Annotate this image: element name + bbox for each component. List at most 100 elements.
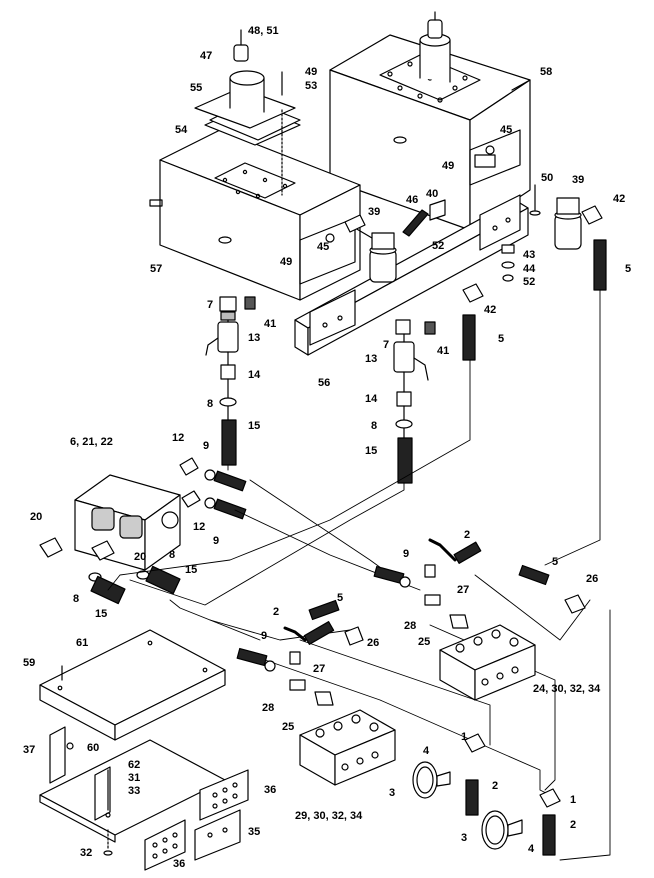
- callout-25-right: 25: [418, 636, 431, 648]
- callout-26-center: 26: [367, 637, 380, 649]
- callout-27-right: 27: [457, 584, 470, 596]
- filter-mid: [344, 214, 397, 283]
- callout-53: 53: [305, 80, 318, 92]
- callout-55: 55: [190, 82, 203, 94]
- callout-36-bot: 36: [173, 858, 186, 870]
- valve-stack-mid: [393, 319, 429, 484]
- callout-33: 33: [128, 785, 141, 797]
- callout-8-pump-l: 8: [73, 593, 80, 605]
- callout-8-mid: 8: [371, 420, 378, 432]
- callout-12-top: 12: [172, 432, 185, 444]
- callout-60: 60: [87, 742, 100, 754]
- callout-13-left: 13: [248, 332, 261, 344]
- callout-57: 57: [150, 263, 163, 275]
- callout-49-right: 49: [442, 160, 455, 172]
- callout-39-mid: 39: [368, 206, 381, 218]
- callout-15-left: 15: [248, 420, 261, 432]
- callout-9-mid: 9: [213, 535, 220, 547]
- hose-46: [402, 209, 429, 237]
- callout-7-left: 7: [207, 299, 214, 311]
- callout-6-21-22: 6, 21, 22: [70, 436, 113, 448]
- callout-56: 56: [318, 377, 331, 389]
- callout-9-right: 9: [403, 548, 410, 560]
- callout-41-left: 41: [264, 318, 277, 330]
- callout-39-right: 39: [572, 174, 585, 186]
- callout-62: 62: [128, 759, 141, 771]
- callout-9-center: 9: [261, 630, 268, 642]
- callout-2-mid: 2: [273, 606, 280, 618]
- callout-42-top: 42: [613, 193, 626, 205]
- callout-58: 58: [540, 66, 553, 78]
- callout-44: 44: [523, 263, 536, 275]
- callout-2-gauge-bot: 2: [570, 819, 577, 831]
- callout-28-right: 28: [404, 620, 417, 632]
- callout-61: 61: [76, 637, 89, 649]
- callout-35: 35: [248, 826, 261, 838]
- callout-2-top: 2: [464, 529, 471, 541]
- pump-hoses: [204, 469, 247, 520]
- callout-27-center: 27: [313, 663, 326, 675]
- callout-4-bot: 4: [528, 843, 535, 855]
- callout-37: 37: [23, 744, 36, 756]
- callout-32: 32: [80, 847, 93, 859]
- callout-42-mid: 42: [484, 304, 497, 316]
- callout-3-bot: 3: [461, 832, 468, 844]
- base-bracket: [39, 726, 226, 856]
- callout-8-left: 8: [207, 398, 214, 410]
- callout-48-51: 48, 51: [248, 25, 279, 37]
- callout-52-right: 52: [523, 276, 536, 288]
- mounting-plates: [144, 769, 249, 871]
- callout-31: 31: [128, 772, 141, 784]
- callout-9-top: 9: [203, 440, 210, 452]
- callout-52-mid: 52: [432, 240, 445, 252]
- callout-13-mid: 13: [365, 353, 378, 365]
- callout-1-top: 1: [461, 731, 468, 743]
- callout-45-left: 45: [317, 241, 330, 253]
- callout-26-right: 26: [586, 573, 599, 585]
- callout-5-mid: 5: [498, 333, 505, 345]
- callout-15-pump-r: 15: [185, 564, 198, 576]
- callout-36-right: 36: [264, 784, 277, 796]
- callout-47: 47: [200, 50, 213, 62]
- callout-41-mid: 41: [437, 345, 450, 357]
- valve-bank-center: [299, 709, 396, 786]
- filler-neck-assembly: [194, 29, 301, 196]
- callout-8-pump: 8: [169, 549, 176, 561]
- gauge-upper: [412, 733, 486, 816]
- callout-15-pump-l: 15: [95, 608, 108, 620]
- hydraulic-tank-left: [149, 129, 361, 301]
- callout-43: 43: [523, 249, 536, 261]
- callout-14-left: 14: [248, 369, 261, 381]
- callout-50: 50: [541, 172, 554, 184]
- gauge-lower: [481, 788, 561, 856]
- callout-12-bot: 12: [193, 521, 206, 533]
- mounting-rail: [294, 194, 529, 356]
- callout-5-right: 5: [552, 556, 559, 568]
- valve-stack-left: [205, 296, 239, 466]
- callout-25-center: 25: [282, 721, 295, 733]
- fitting-group-center: [236, 599, 364, 706]
- callout-14-mid: 14: [365, 393, 378, 405]
- filter-right: [554, 197, 582, 250]
- callout-45-right: 45: [500, 124, 513, 136]
- callout-2-gauge-top: 2: [492, 780, 499, 792]
- callout-40: 40: [426, 188, 439, 200]
- callout-49-top: 49: [305, 66, 318, 78]
- callout-5-center: 5: [337, 592, 344, 604]
- fitting-group-right: [373, 538, 586, 629]
- callout-24-30-32-34: 24, 30, 32, 34: [533, 683, 601, 695]
- callout-15-mid: 15: [365, 445, 378, 457]
- callout-7-mid: 7: [383, 339, 390, 351]
- hydraulic-pump: [74, 474, 181, 571]
- valve-bank-right: [439, 624, 536, 701]
- callout-54: 54: [175, 124, 188, 136]
- callout-4-top: 4: [423, 745, 430, 757]
- callout-20-mid: 20: [134, 551, 147, 563]
- callout-49-left: 49: [280, 256, 293, 268]
- small-hardware: [244, 184, 607, 361]
- callout-5-top: 5: [625, 263, 632, 275]
- callout-59: 59: [23, 657, 36, 669]
- callout-28-center: 28: [262, 702, 275, 714]
- callout-3-top: 3: [389, 787, 396, 799]
